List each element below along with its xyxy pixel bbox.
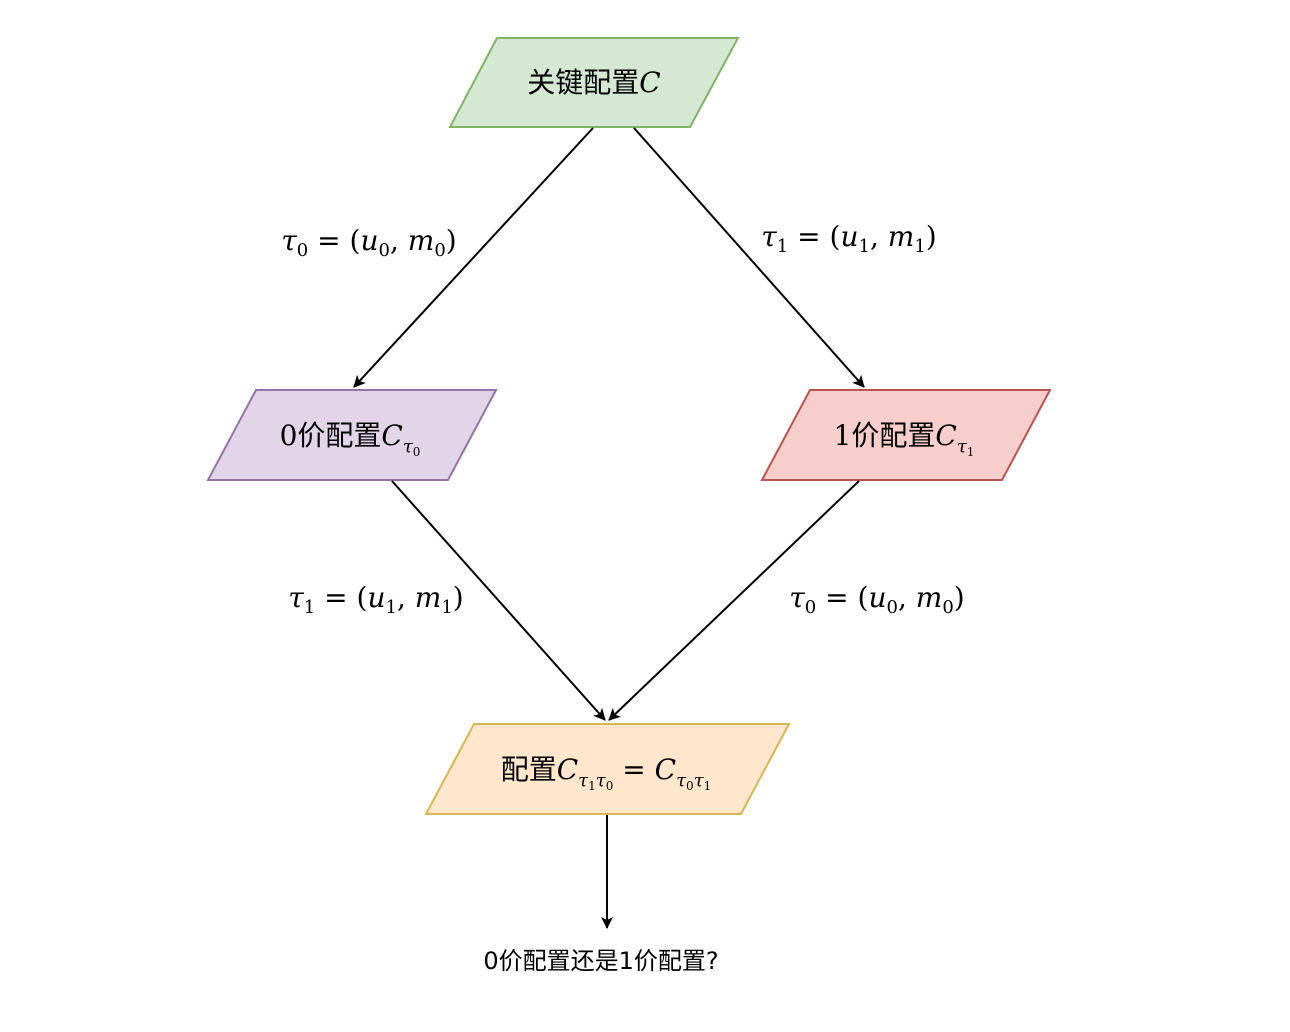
result-question-text: 0价配置还是1价配置? — [483, 947, 719, 975]
edge-key-to-1 — [633, 127, 865, 388]
node-key-config-label: 关键配置C — [527, 66, 661, 99]
edge-label-tau0-lower-right: τ0 = (u0, m0) — [789, 581, 965, 618]
edge-label-tau1-lower-left: τ1 = (u1, m1) — [288, 581, 464, 618]
node-merged-config-label: 配置Cτ1τ0 = Cτ0τ1 — [500, 753, 712, 793]
edge-label-tau0-left: τ0 = (u0, m0) — [281, 224, 457, 261]
edge-0-to-merged — [391, 480, 606, 721]
edge-1-to-merged — [608, 480, 860, 721]
node-merged-config — [424, 723, 791, 815]
edge-label-tau1-right: τ1 = (u1, m1) — [761, 220, 937, 257]
edge-key-to-0 — [353, 127, 594, 388]
node-1-valent-config-label: 1价配置Cτ1 — [833, 419, 975, 459]
node-key-config — [448, 37, 740, 128]
node-0-valent-config — [206, 389, 498, 481]
node-1-valent-config — [760, 389, 1052, 481]
node-0-valent-config-label: 0价配置Cτ0 — [279, 419, 421, 459]
